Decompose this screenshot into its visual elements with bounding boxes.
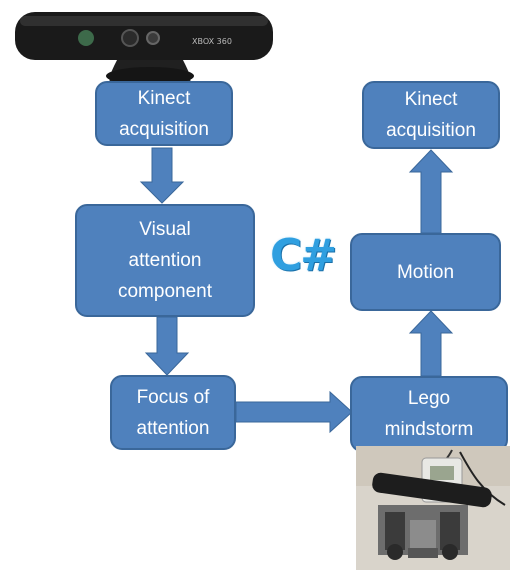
- kinect-device-label: XBOX 360: [192, 37, 232, 46]
- node-kinect-acquisition-right: Kinect acquisition: [362, 81, 500, 149]
- node-label: Kinect acquisition: [386, 89, 476, 141]
- arrow-lego-to-motion: [408, 310, 454, 377]
- node-visual-attention-component: Visual attention component: [75, 204, 255, 317]
- csharp-logo-icon: C#: [270, 230, 337, 281]
- arrow-kinect-to-visual: [139, 147, 185, 204]
- node-kinect-acquisition-left: Kinect acquisition: [95, 81, 233, 146]
- node-label: Kinect acquisition: [119, 87, 209, 140]
- node-focus-of-attention: Focus of attention: [110, 375, 236, 450]
- node-label: Motion: [396, 261, 455, 283]
- node-lego-mindstorm: Lego mindstorm: [350, 376, 508, 452]
- arrow-motion-to-kinect: [408, 149, 454, 234]
- arrow-visual-to-focus: [144, 316, 190, 376]
- arrow-focus-to-lego: [235, 390, 353, 434]
- node-label: Lego mindstorm: [384, 388, 474, 440]
- node-motion: Motion: [350, 233, 501, 311]
- node-label: Focus of attention: [136, 386, 210, 439]
- node-label: Visual attention component: [117, 219, 212, 302]
